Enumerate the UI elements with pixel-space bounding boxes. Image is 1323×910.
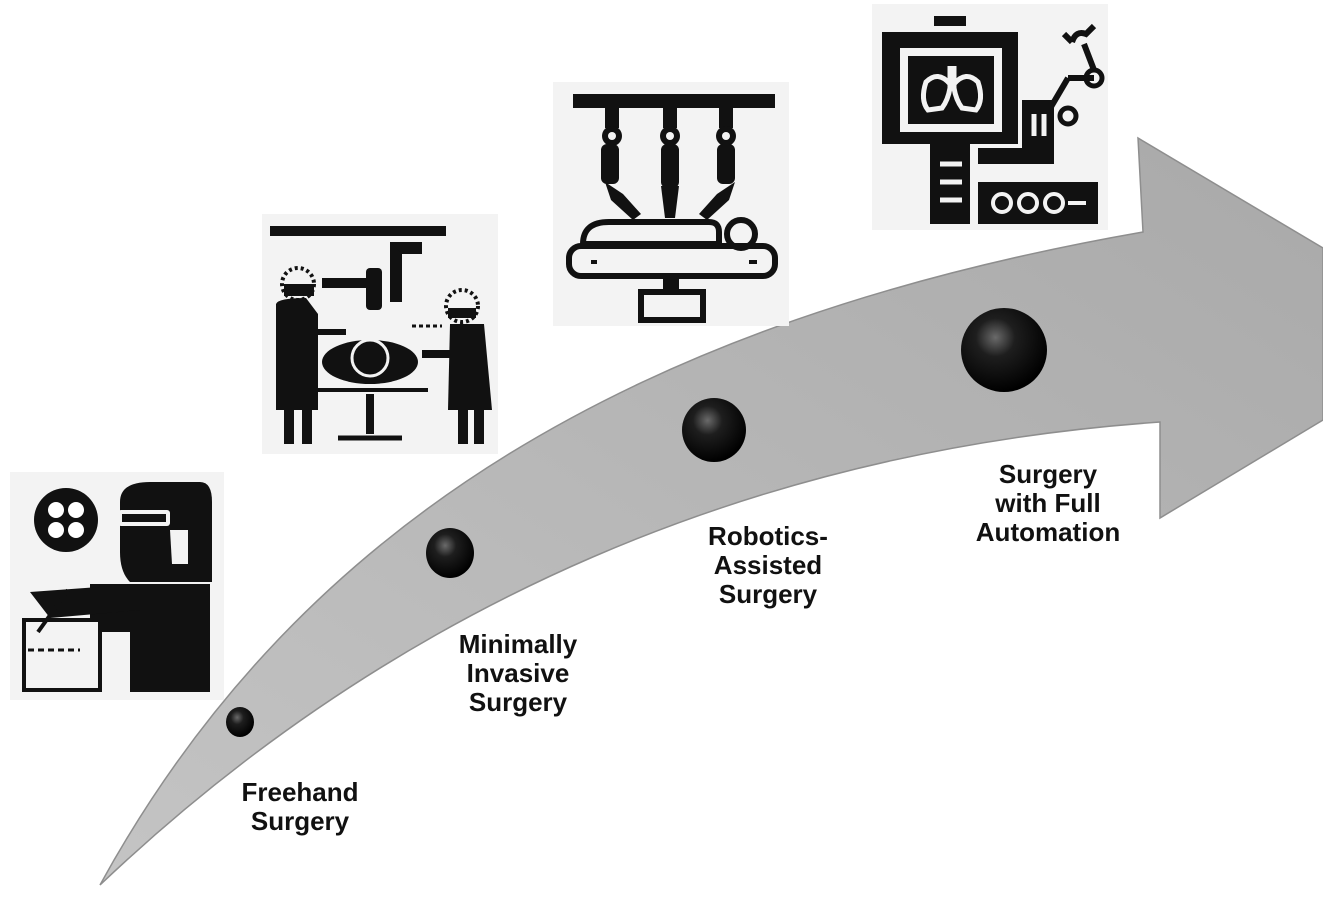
stage-label-line: Minimally bbox=[458, 629, 578, 659]
stage-label-line: with Full bbox=[995, 488, 1101, 518]
milestone-dot-robotics-assisted bbox=[682, 398, 746, 462]
operating-room-team-icon bbox=[262, 214, 498, 454]
automated-robot-console-icon bbox=[872, 4, 1108, 230]
stage-label-line: Surgery bbox=[468, 687, 568, 717]
stage-label-line: Automation bbox=[975, 517, 1121, 547]
stage-label-line: Surgery bbox=[998, 459, 1098, 489]
stage-label-minimally-invasive: Minimally Invasive Surgery bbox=[418, 630, 618, 717]
stage-label-full-automation: Surgery with Full Automation bbox=[948, 460, 1148, 547]
stage-label-line: Freehand bbox=[241, 777, 359, 807]
stage-label-line: Robotics- bbox=[708, 521, 828, 551]
stage-label-freehand: Freehand Surgery bbox=[200, 778, 400, 836]
surgeon-with-lamp-icon bbox=[10, 472, 224, 700]
stage-label-line: Invasive bbox=[466, 658, 570, 688]
robotic-arms-over-patient-icon bbox=[553, 82, 789, 326]
milestone-dot-full-automation bbox=[961, 308, 1047, 392]
stage-label-line: Surgery bbox=[718, 579, 818, 609]
stage-label-line: Assisted bbox=[713, 550, 823, 580]
stage-label-robotics-assisted: Robotics- Assisted Surgery bbox=[668, 522, 868, 609]
stage-label-line: Surgery bbox=[250, 806, 350, 836]
milestone-dot-minimally-invasive bbox=[426, 528, 474, 578]
milestone-dot-freehand bbox=[226, 707, 254, 737]
